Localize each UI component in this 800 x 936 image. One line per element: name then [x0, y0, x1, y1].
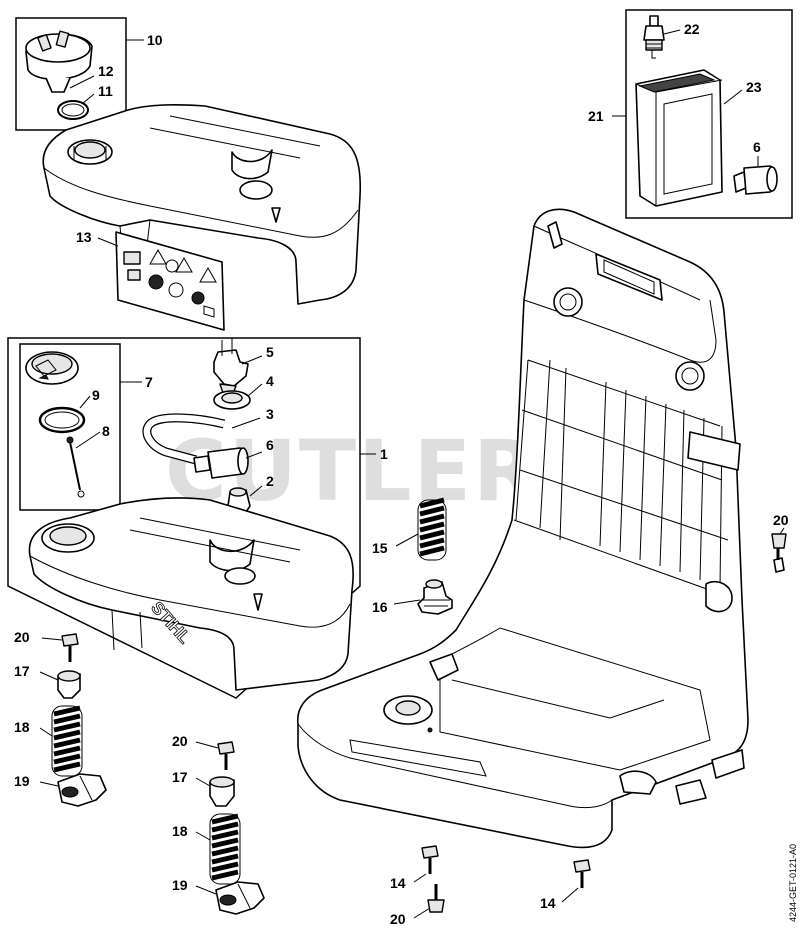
callout-15: 15: [372, 540, 388, 556]
callout-9: 9: [92, 387, 100, 403]
callout-21: 21: [588, 108, 604, 124]
callout-6-box: 6: [753, 139, 761, 155]
callout-3: 3: [266, 406, 274, 422]
vent-valve: [213, 338, 249, 397]
callout-5: 5: [266, 344, 274, 360]
group-box-cap-kit: [19, 343, 142, 511]
spring-18-left: [51, 705, 83, 777]
callout-13: 13: [76, 229, 92, 245]
damper-spring-15: [417, 497, 447, 561]
retaining-strap: [66, 436, 85, 498]
backplate-frame: [297, 208, 749, 849]
callout-17-middle: 17: [172, 769, 188, 785]
fuel-filter-lower: [193, 447, 249, 479]
callout-17-left: 17: [14, 663, 30, 679]
group-box-filter-kit: [612, 9, 793, 219]
buffer-16: [417, 579, 453, 615]
callout-11: 11: [98, 83, 113, 99]
drawing-code: 4244-GET-0121-A0: [788, 844, 798, 922]
callout-10: 10: [147, 32, 163, 48]
screw-20-right: [771, 533, 787, 573]
warning-decal: [115, 231, 225, 331]
cap-o-ring: [57, 100, 89, 120]
bushing-17-left: [57, 670, 81, 699]
callout-12: 12: [98, 63, 114, 79]
vent-grommet: [213, 390, 251, 410]
air-filter: [635, 69, 723, 207]
callout-22: 22: [684, 21, 700, 37]
callout-14-right: 14: [540, 895, 556, 911]
screw-14-right: [573, 859, 591, 888]
screw-20-middle: [217, 741, 235, 770]
fuel-tank-upper: [42, 104, 362, 305]
callout-20-left: 20: [14, 629, 30, 645]
tank-cap-top: [25, 30, 93, 93]
callout-2: 2: [266, 473, 274, 489]
callout-18-left: 18: [14, 719, 30, 735]
callout-19-left: 19: [14, 773, 30, 789]
tank-cap-small: [25, 351, 79, 385]
callout-14-left: 14: [390, 875, 406, 891]
callout-7: 7: [145, 374, 153, 390]
callout-16: 16: [372, 599, 388, 615]
screw-20-bottom: [427, 884, 445, 913]
callout-19-middle: 19: [172, 877, 188, 893]
bushing-17-middle: [209, 776, 235, 807]
callout-4: 4: [266, 373, 274, 389]
callout-20-right: 20: [773, 512, 789, 528]
callout-20-bottom: 20: [390, 911, 406, 927]
mount-19-middle: [215, 881, 265, 915]
cap-gasket-small: [38, 406, 86, 434]
callout-23: 23: [746, 79, 762, 95]
spring-18-middle: [209, 813, 241, 885]
spark-plug: [643, 15, 665, 59]
mount-19-left: [57, 773, 107, 807]
screw-14-left: [421, 845, 439, 874]
callout-8: 8: [102, 423, 110, 439]
fuel-filter-spare: [733, 165, 778, 195]
callout-20-middle: 20: [172, 733, 188, 749]
callout-1: 1: [380, 446, 388, 462]
fuel-tank-lower: STIHL: [28, 497, 354, 691]
fuel-hose: [142, 413, 226, 465]
callout-6-lower: 6: [266, 437, 274, 453]
screw-20-left: [61, 633, 79, 662]
callout-18-middle: 18: [172, 823, 188, 839]
